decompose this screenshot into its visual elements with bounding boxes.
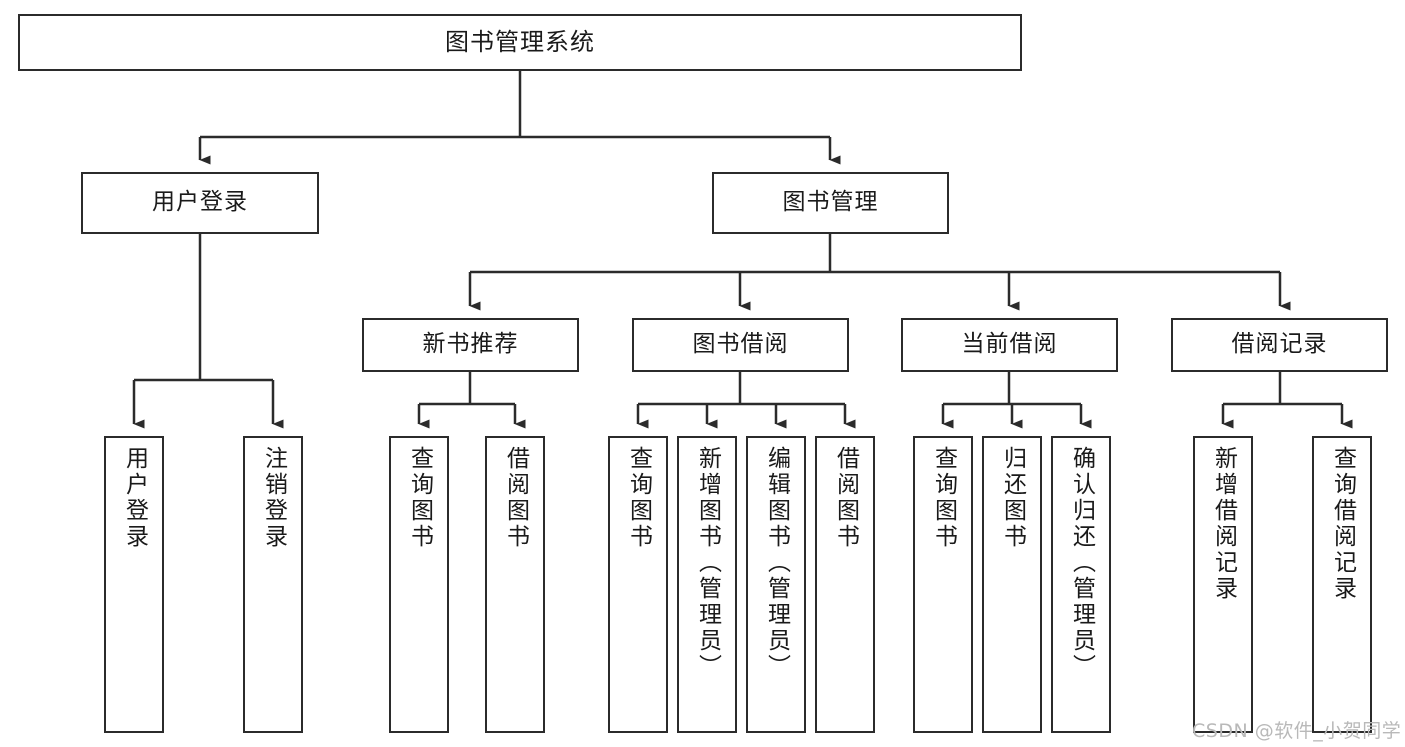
node-leaf-query-record[interactable]: 查询借阅记录 [1312,436,1372,733]
node-leaf-query-book-3-label: 查询图书 [930,446,957,550]
node-leaf-query-book-2-label: 查询图书 [625,446,652,550]
node-leaf-add-book[interactable]: 新增图书（管理员） [677,436,737,733]
node-leaf-borrow-book-1[interactable]: 借阅图书 [485,436,545,733]
node-leaf-edit-book[interactable]: 编辑图书（管理员） [746,436,806,733]
node-book-borrow[interactable]: 图书借阅 [632,318,849,372]
node-leaf-query-book-2[interactable]: 查询图书 [608,436,668,733]
node-book-management-label: 图书管理 [782,189,879,216]
node-leaf-borrow-book-2-label: 借阅图书 [832,446,859,550]
node-leaf-borrow-book-2[interactable]: 借阅图书 [815,436,875,733]
node-user-login[interactable]: 用户登录 [81,172,319,234]
node-leaf-logout[interactable]: 注销登录 [243,436,303,733]
node-leaf-query-book-1[interactable]: 查询图书 [389,436,449,733]
node-leaf-borrow-book-1-label: 借阅图书 [502,446,529,550]
node-book-management[interactable]: 图书管理 [712,172,949,234]
node-current-borrow-label: 当前借阅 [961,331,1058,358]
node-leaf-query-book-3[interactable]: 查询图书 [913,436,973,733]
node-leaf-add-record-label: 新增借阅记录 [1210,446,1237,602]
node-leaf-confirm-return[interactable]: 确认归还（管理员） [1051,436,1111,733]
node-leaf-return-book[interactable]: 归还图书 [982,436,1042,733]
node-current-borrow[interactable]: 当前借阅 [901,318,1118,372]
node-new-book-recommend[interactable]: 新书推荐 [362,318,579,372]
node-leaf-user-login-label: 用户登录 [121,446,148,550]
node-leaf-return-book-label: 归还图书 [999,446,1026,550]
node-leaf-edit-book-label: 编辑图书（管理员） [763,446,790,680]
node-borrow-record[interactable]: 借阅记录 [1171,318,1388,372]
node-leaf-user-login[interactable]: 用户登录 [104,436,164,733]
node-user-login-label: 用户登录 [152,189,248,216]
node-root[interactable]: 图书管理系统 [18,14,1022,71]
node-book-borrow-label: 图书借阅 [692,331,789,358]
node-root-label: 图书管理系统 [445,28,595,57]
node-leaf-logout-label: 注销登录 [260,446,287,550]
node-leaf-add-record[interactable]: 新增借阅记录 [1193,436,1253,733]
csdn-watermark: CSDN @软件_小贺同学 [1192,720,1402,742]
node-new-book-recommend-label: 新书推荐 [422,331,519,358]
node-leaf-query-record-label: 查询借阅记录 [1329,446,1356,602]
node-leaf-confirm-return-label: 确认归还（管理员） [1068,446,1095,680]
node-borrow-record-label: 借阅记录 [1231,331,1328,358]
node-leaf-query-book-1-label: 查询图书 [406,446,433,550]
node-leaf-add-book-label: 新增图书（管理员） [694,446,721,680]
